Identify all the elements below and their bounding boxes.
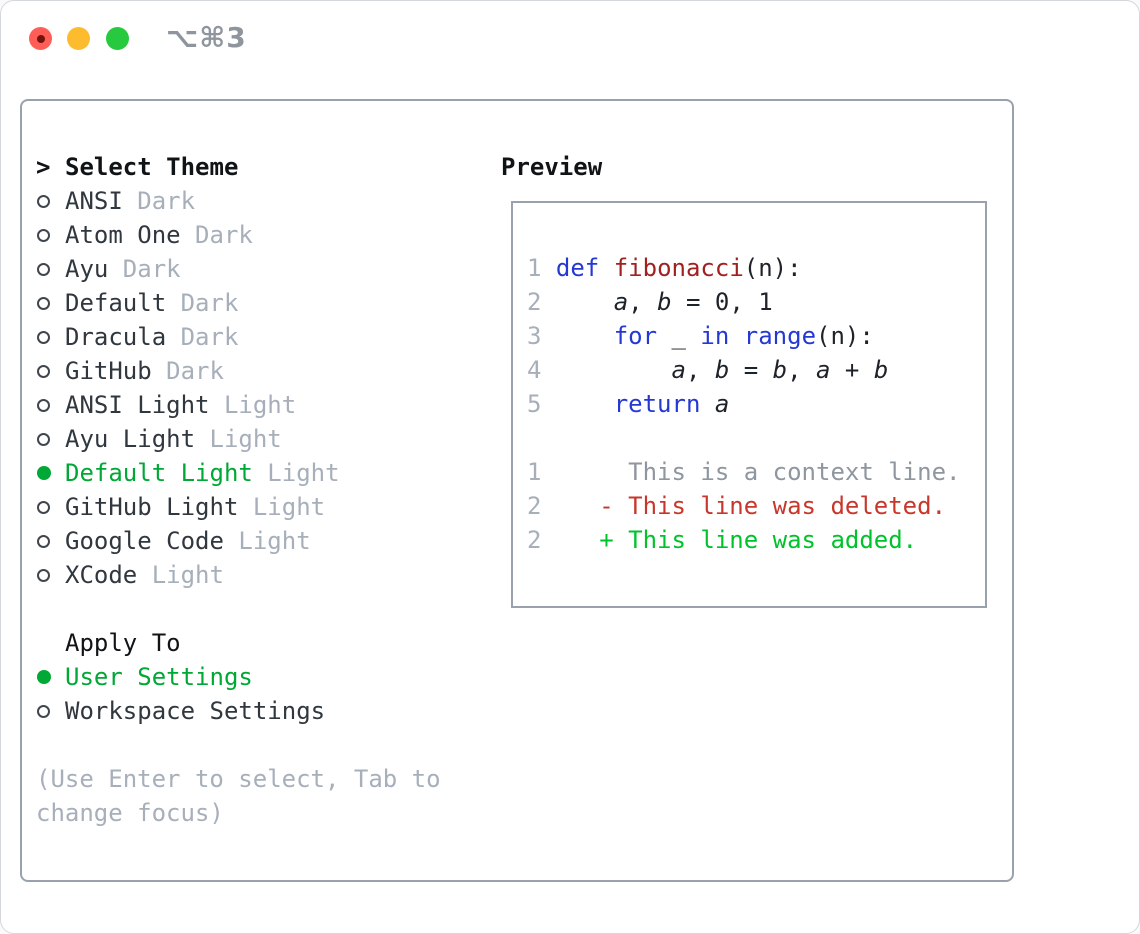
theme-variant: Light [209,391,297,419]
theme-variant: Dark [166,289,239,317]
code-line: 5 return a [527,390,730,418]
apply-to-title: Apply To [65,629,181,657]
code-line: 3 for _ in range(n): [527,322,874,350]
diff-context-line: 1 This is a context line. [527,458,961,486]
radio-selected-icon [36,660,65,694]
theme-variant: Dark [122,187,196,215]
line-number: 2 [527,492,542,520]
theme-name: Ayu Light [65,425,196,453]
preview-lines: 1 def fibonacci(n): 2 a, b = 0, 1 3 for _ … [527,251,985,557]
theme-variant: Dark [166,323,239,351]
theme-option-github-light[interactable]: GitHub Light Light [36,490,486,524]
theme-variant: Light [223,527,311,555]
help-line: change focus) [36,799,224,827]
theme-variant: Light [238,493,326,521]
line-number: 1 [527,458,542,486]
titlebar: ⌥⌘3 [1,1,1139,75]
theme-name: Default Light [65,459,253,487]
preview-column: Preview 1 def fibonacci(n): 2 a, b = 0, 1… [501,150,1001,608]
theme-variant: Light [137,561,224,589]
theme-option-ayu[interactable]: Ayu Dark [36,252,486,286]
theme-option-dracula[interactable]: Dracula Dark [36,320,486,354]
radio-icon [36,286,65,320]
theme-variant: Dark [151,357,224,385]
apply-to-indent [36,626,65,660]
radio-icon [36,490,65,524]
apply-option-label: User Settings [65,663,253,691]
theme-name: Dracula [65,323,167,351]
theme-name: Atom One [65,221,181,249]
theme-option-ansi[interactable]: ANSI Dark [36,184,486,218]
theme-option-google-code[interactable]: Google Code Light [36,524,486,558]
unsaved-dot-icon [36,34,45,43]
radio-icon [36,422,65,456]
close-button[interactable] [29,27,52,50]
theme-variant: Light [252,459,340,487]
theme-name: Ayu [65,255,109,283]
theme-name: GitHub Light [65,493,239,521]
theme-variant: Dark [180,221,253,249]
diff-added-line: 2 + This line was added. [527,526,918,554]
preview-box: 1 def fibonacci(n): 2 a, b = 0, 1 3 for _ … [511,201,987,608]
theme-option-default[interactable]: Default Dark [36,286,486,320]
apply-option-label: Workspace Settings [65,697,326,725]
line-number: 5 [527,390,542,418]
line-number: 3 [527,322,542,350]
zoom-button[interactable] [106,27,129,50]
select-theme-header: > Select Theme [36,150,486,184]
apply-option-workspace-settings[interactable]: Workspace Settings [36,694,486,728]
theme-variant: Dark [108,255,181,283]
theme-option-default-light[interactable]: Default Light Light [36,456,486,490]
diff-deleted-line: 2 - This line was deleted. [527,492,947,520]
radio-icon [36,252,65,286]
radio-icon [36,694,65,728]
help-text: (Use Enter to select, Tab to change focus… [36,762,486,830]
radio-icon [36,354,65,388]
radio-icon [36,184,65,218]
line-number: 2 [527,526,542,554]
code-line: 2 a, b = 0, 1 [527,288,773,316]
line-number: 4 [527,356,542,384]
theme-name: ANSI Light [65,391,210,419]
radio-icon [36,320,65,354]
radio-icon [36,388,65,422]
theme-option-xcode[interactable]: XCode Light [36,558,486,592]
preview-title: Preview [501,153,603,181]
theme-name: Default [65,289,167,317]
theme-name: Google Code [65,527,224,555]
line-number: 2 [527,288,542,316]
code-line: 4 a, b = b, a + b [527,356,889,384]
apply-to-header: Apply To [36,626,486,660]
theme-name: GitHub [65,357,152,385]
apply-option-user-settings[interactable]: User Settings [36,660,486,694]
code-line: 1 def fibonacci(n): [527,254,802,282]
theme-variant: Light [195,425,282,453]
select-theme-title: Select Theme [65,153,239,181]
minimize-button[interactable] [67,27,90,50]
radio-icon [36,218,65,252]
theme-option-github[interactable]: GitHub Dark [36,354,486,388]
focus-caret-icon: > [36,153,51,181]
theme-option-atom-one[interactable]: Atom One Dark [36,218,486,252]
window-title: ⌥⌘3 [166,21,247,54]
radio-icon [36,524,65,558]
line-number: 1 [527,254,542,282]
theme-option-ayu-light[interactable]: Ayu Light Light [36,422,486,456]
radio-selected-icon [36,456,65,490]
radio-icon [36,558,65,592]
theme-option-ansi-light[interactable]: ANSI Light Light [36,388,486,422]
help-line: (Use Enter to select, Tab to [36,765,441,793]
theme-name: XCode [65,561,138,589]
theme-name: ANSI [65,187,123,215]
